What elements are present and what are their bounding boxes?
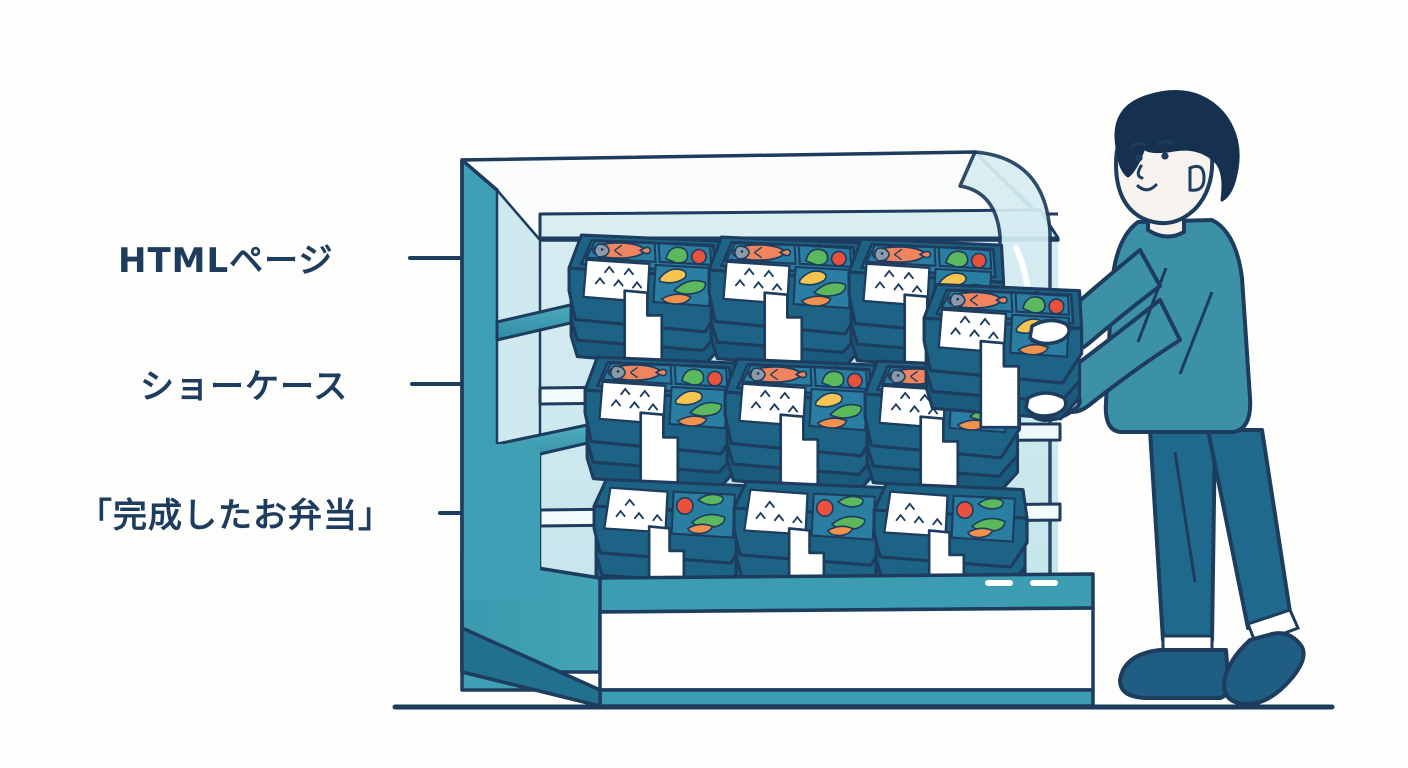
ear xyxy=(1188,164,1206,192)
eyebrow-right xyxy=(1157,139,1174,146)
case-left-side-panel-upper xyxy=(462,444,540,600)
face-features xyxy=(1130,139,1174,192)
eyebrow-left xyxy=(1130,141,1147,148)
label-finished-bento: 「完成したお弁当」 xyxy=(78,496,393,536)
eye-left xyxy=(1135,154,1143,162)
case-counter-top xyxy=(595,572,1095,614)
case-top-inner-band xyxy=(538,208,1060,240)
case-control-marks[interactable] xyxy=(985,580,1058,586)
control-mark-1[interactable] xyxy=(985,580,1013,586)
fingers-right xyxy=(1028,318,1071,346)
display-case[interactable] xyxy=(460,150,1095,708)
leg-crease xyxy=(1173,451,1197,583)
control-mark-2[interactable] xyxy=(1030,580,1058,586)
shopper[interactable] xyxy=(922,90,1306,706)
case-plinth xyxy=(598,688,1095,708)
bento-box[interactable] xyxy=(567,233,726,377)
bento-box[interactable] xyxy=(583,355,742,499)
shoe-front xyxy=(1222,631,1306,706)
nose xyxy=(1136,164,1144,180)
mouth xyxy=(1136,183,1158,192)
annotation-labels: HTMLページ ショーケース 「完成したお弁当」 xyxy=(78,241,393,536)
hair xyxy=(1114,90,1240,202)
bento-box[interactable] xyxy=(723,357,882,501)
sleeve-crease-2 xyxy=(1178,291,1214,375)
label-html-page: HTMLページ xyxy=(118,241,333,281)
bento-box[interactable] xyxy=(707,235,866,379)
shoe-back xyxy=(1118,648,1231,700)
case-base-panel xyxy=(598,606,1095,692)
case-plinth-left xyxy=(460,626,602,708)
leg-front xyxy=(1206,428,1292,630)
leg-back xyxy=(1148,428,1217,642)
sleeve-crease-1 xyxy=(1136,267,1168,343)
label-showcase: ショーケース xyxy=(140,367,348,407)
eye-right xyxy=(1161,152,1169,160)
fingers-left xyxy=(1024,391,1068,418)
